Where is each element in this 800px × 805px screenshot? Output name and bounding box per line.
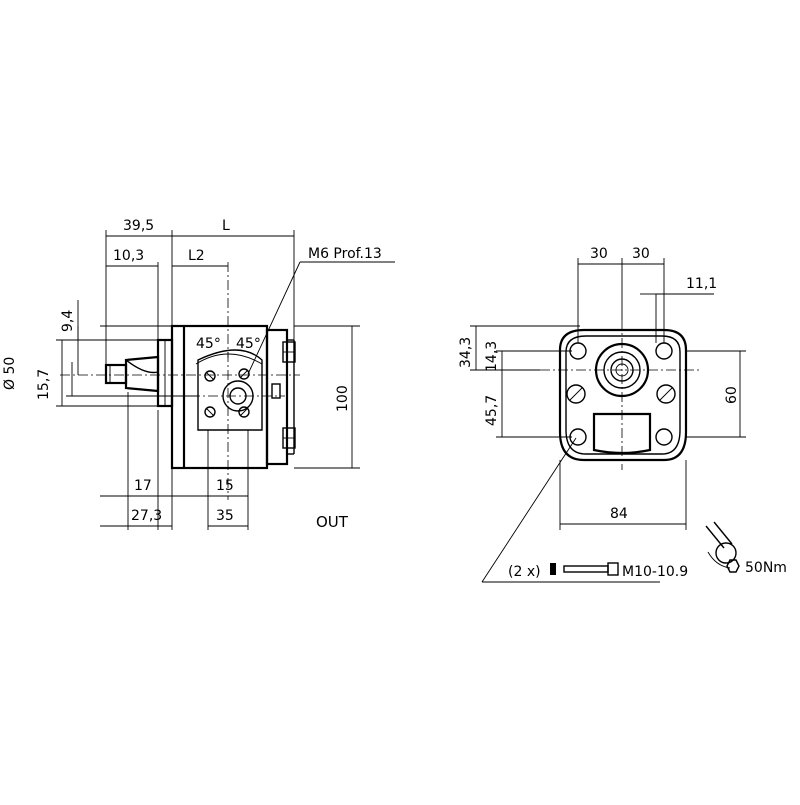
dim-11-1: 11,1 — [686, 276, 717, 292]
dim-84: 84 — [610, 506, 628, 522]
drive-shaft — [104, 355, 160, 393]
dim-15: 15 — [216, 478, 234, 494]
dim-10-3: 10,3 — [113, 248, 144, 264]
bolt-quantity: (2 x) — [508, 564, 541, 580]
dim-35: 35 — [216, 508, 234, 524]
dim-39-5: 39,5 — [123, 218, 154, 234]
dim-14-3: 14,3 — [484, 341, 500, 372]
thread-callout-M6: M6 Prof.13 — [308, 246, 382, 262]
dim-diameter-50: Ø 50 — [2, 357, 18, 390]
torque-wrench-icon — [705, 521, 740, 573]
mounting-holes — [566, 342, 676, 446]
angle-45-right: 45° — [236, 336, 261, 352]
outlet-port — [592, 412, 652, 455]
dim-30-right: 30 — [632, 246, 650, 262]
dim-45-7: 45,7 — [484, 395, 500, 426]
bolt-spec: M10-10.9 — [622, 564, 688, 580]
dimension-lines — [61, 235, 395, 527]
dim-17: 17 — [134, 478, 152, 494]
dim-60: 60 — [724, 386, 740, 404]
bolt-icon — [550, 562, 619, 576]
dim-100: 100 — [335, 385, 351, 412]
angle-45-left: 45° — [196, 336, 221, 352]
front-view: 30 30 11,1 34,3 14,3 45,7 60 84 — [458, 246, 746, 583]
fastener-note: (2 x) M10-10.9 50Nm — [508, 521, 787, 580]
pump-body-outline — [156, 324, 296, 470]
tightening-torque: 50Nm — [745, 560, 787, 576]
dim-15-7: 15,7 — [36, 369, 52, 400]
extension-lines — [56, 230, 360, 530]
port-label-out: OUT — [316, 513, 349, 531]
flange-outline — [558, 328, 688, 462]
side-view: 39,5 L 10,3 L2 M6 Prof.13 9,4 Ø 50 15,7 … — [2, 218, 395, 531]
dim-34-3: 34,3 — [458, 337, 474, 368]
dim-L: L — [222, 218, 230, 234]
dim-30-left: 30 — [590, 246, 608, 262]
front-dimension-lines — [470, 258, 746, 583]
dim-9-4: 9,4 — [60, 310, 76, 332]
dim-L2: L2 — [188, 248, 205, 264]
dim-27-3: 27,3 — [131, 508, 162, 524]
